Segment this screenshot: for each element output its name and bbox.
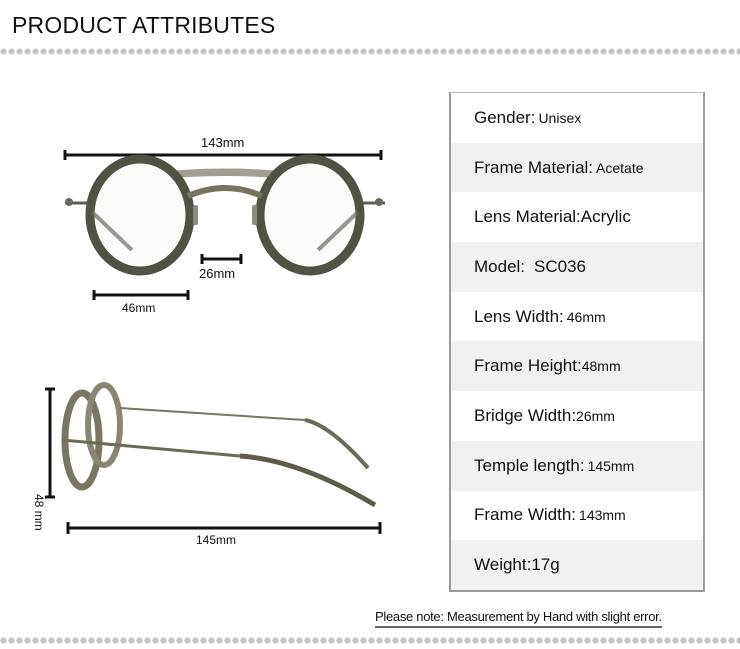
attribute-label: Gender: — [474, 107, 536, 127]
attribute-label: Weight: — [474, 555, 532, 575]
attribute-row-bridge-width: Bridge Width:26mm — [451, 391, 703, 441]
attribute-label: Lens Material: — [474, 207, 581, 227]
frame-width-label: 143mm — [201, 135, 245, 150]
glasses-side-view — [61, 382, 377, 508]
attribute-value: 48mm — [581, 358, 621, 375]
attributes-table: Gender:Unisex Frame Material:Acetate Len… — [449, 92, 705, 592]
glasses-illustration — [45, 150, 385, 534]
attribute-label: Frame Width: — [474, 505, 577, 525]
attribute-label: Lens Width: — [474, 306, 564, 326]
attribute-row-gender: Gender:Unisex — [451, 93, 703, 143]
attribute-value: 145mm — [587, 457, 635, 474]
attribute-value: 26mm — [576, 407, 615, 424]
measurement-note: Please note: Measurement by Hand with sl… — [375, 609, 662, 628]
attribute-row-model: Model: SC036 — [451, 242, 703, 292]
attribute-label: Frame Height: — [474, 356, 582, 376]
glasses-diagram: 143mm 26mm 46mm 48 mm 145mm — [0, 60, 440, 600]
temple-length-dimension — [66, 522, 382, 534]
attribute-row-frame-height: Frame Height:48mm — [451, 341, 703, 392]
attribute-value: Acrylic — [580, 207, 631, 227]
attribute-value: Acetate — [596, 159, 644, 176]
frame-height-dimension — [45, 387, 55, 499]
attribute-value: SC036 — [534, 256, 587, 276]
bridge-width-dimension — [200, 254, 243, 264]
glasses-front-view — [65, 154, 385, 276]
page-title: PRODUCT ATTRIBUTES — [12, 12, 276, 38]
bridge-width-label: 26mm — [199, 266, 236, 281]
dotted-divider-top — [0, 48, 740, 55]
attribute-value: 46mm — [566, 308, 606, 325]
attribute-label: Temple length: — [474, 455, 585, 475]
dotted-divider-bottom — [0, 637, 740, 644]
temple-length-label: 145mm — [196, 533, 237, 547]
attribute-value: Unisex — [538, 109, 582, 126]
attribute-row-weight: Weight:17g — [451, 540, 703, 590]
frame-width-dimension — [63, 150, 383, 160]
attribute-label: Frame Material: — [474, 157, 594, 177]
attribute-row-frame-material: Frame Material:Acetate — [451, 142, 703, 193]
attribute-label: Model: — [474, 256, 526, 276]
attribute-value: 143mm — [579, 507, 626, 524]
lens-width-dimension — [92, 290, 190, 300]
lens-width-label: 46mm — [122, 301, 156, 315]
attribute-value: 17g — [531, 555, 560, 575]
attribute-row-temple-length: Temple length:145mm — [451, 440, 703, 491]
attribute-row-frame-width: Frame Width:143mm — [451, 491, 703, 541]
frame-height-label: 48 mm — [32, 494, 46, 531]
attribute-row-lens-width: Lens Width:46mm — [451, 292, 703, 342]
attribute-label: Bridge Width: — [474, 405, 577, 425]
attribute-row-lens-material: Lens Material:Acrylic — [451, 192, 703, 242]
